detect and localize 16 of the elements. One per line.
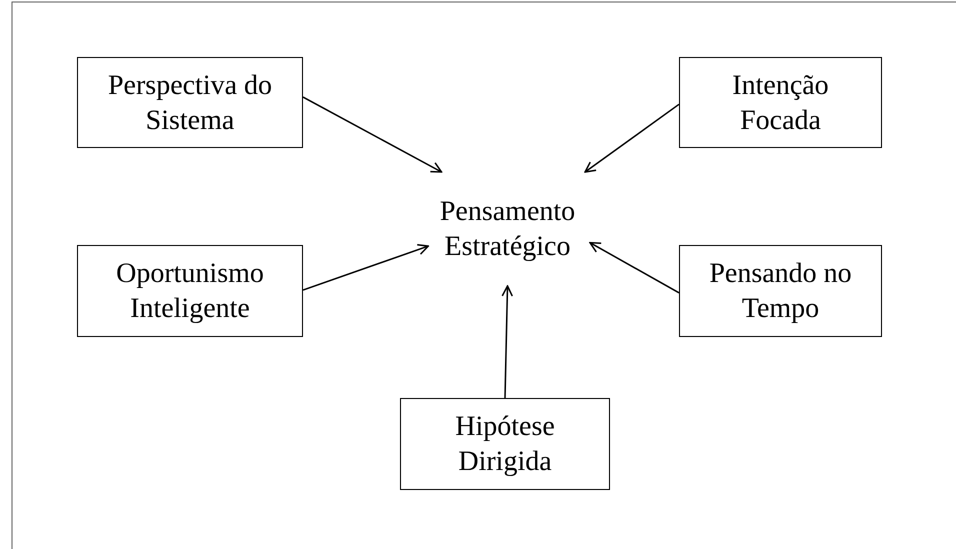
- box-label: Intenção Focada: [731, 68, 830, 138]
- arrow: [302, 96, 442, 173]
- concept-box: [679, 245, 882, 337]
- arrow: [302, 244, 430, 291]
- box-label: Oportunismo Inteligente: [115, 257, 265, 326]
- arrow: [502, 285, 514, 398]
- box-label: Pensando no Tempo: [708, 257, 853, 326]
- box-label: Perspectiva do Sistema: [106, 68, 274, 138]
- concept-box: [77, 57, 303, 148]
- concept-box: [77, 245, 303, 337]
- arrow: [589, 242, 680, 294]
- box-label: Hipótese Dirigida: [454, 410, 556, 479]
- concept-box: [679, 57, 882, 148]
- central-concept-label: Pensamento Estratégico: [438, 195, 576, 264]
- arrow: [584, 104, 680, 173]
- concept-box: [400, 398, 610, 490]
